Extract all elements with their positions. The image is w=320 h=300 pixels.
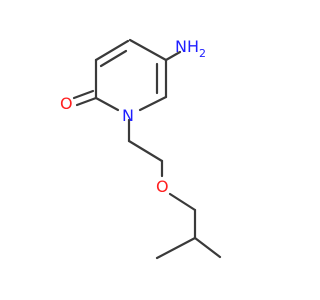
bond-c5-c4 [128, 38, 168, 62]
bond-c2-o-b [72, 89, 95, 100]
bond-ch2-ch2 [127, 139, 164, 163]
bond-o-ch2 [168, 192, 197, 212]
pyridinone-ring [94, 38, 168, 112]
amino-label: NH2 [175, 37, 206, 60]
bond-ch-ch3-left [155, 236, 197, 260]
bond-c4-c3-inner [99, 49, 128, 68]
background [0, 0, 300, 300]
bond-c5-nh2 [164, 50, 182, 62]
bond-c2-n1 [94, 96, 120, 112]
bond-c4-c3 [94, 39, 130, 62]
bond-ch-ch3-right [193, 236, 222, 259]
bond-n1-c6 [138, 95, 168, 112]
ether-oxygen-label: O [156, 177, 169, 196]
carbonyl-oxygen-label: O [60, 94, 73, 113]
molecule-diagram: NH2 N O O [0, 0, 300, 300]
ring-nitrogen-label: N [122, 106, 134, 125]
side-chain [127, 118, 222, 260]
carbonyl-bond [72, 89, 98, 107]
structure-svg: NH2 N O O [0, 0, 300, 300]
bond-c2-o-a [75, 96, 98, 107]
